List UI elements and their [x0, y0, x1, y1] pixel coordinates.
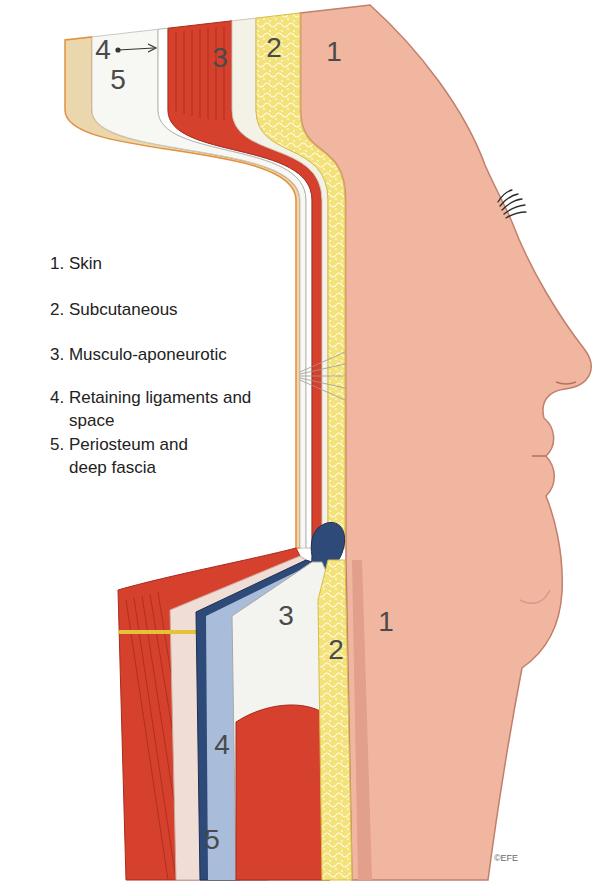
callout-number: 4 — [214, 730, 230, 760]
skin-shading — [352, 560, 372, 880]
smas-panel — [232, 562, 330, 880]
callout-number: 4 — [95, 35, 111, 65]
eyelashes — [498, 190, 526, 218]
callout-number: 5 — [110, 65, 126, 95]
retaining-ligament-fibres — [300, 352, 345, 400]
legend-item: 3. Musculo-aponeurotic — [50, 343, 299, 366]
legend-item: 4. Retaining ligaments and space — [50, 386, 254, 432]
callout-number: 5 — [204, 825, 220, 855]
signature: ©EFE — [494, 853, 518, 863]
legend-item: 5. Periosteum and deep fascia — [50, 433, 229, 479]
callout-number: 3 — [212, 43, 228, 73]
platysma-muscle — [236, 705, 330, 880]
chin-shade — [520, 590, 550, 603]
muscle-fibres — [176, 26, 224, 120]
nostril — [556, 382, 576, 384]
callout-number: 1 — [326, 37, 342, 67]
legend-item: 2. Subcutaneous — [50, 298, 289, 321]
callout-number: 2 — [266, 33, 282, 63]
lip-line — [532, 455, 546, 457]
callout-number: 1 — [378, 607, 394, 637]
legend-item: 1. Skin — [50, 252, 269, 275]
callout-number: 2 — [328, 635, 344, 665]
leader-arrow — [116, 44, 156, 52]
fat-layer — [256, 13, 345, 548]
subcutaneous-panel — [318, 560, 352, 880]
callout-number: 3 — [278, 601, 294, 631]
